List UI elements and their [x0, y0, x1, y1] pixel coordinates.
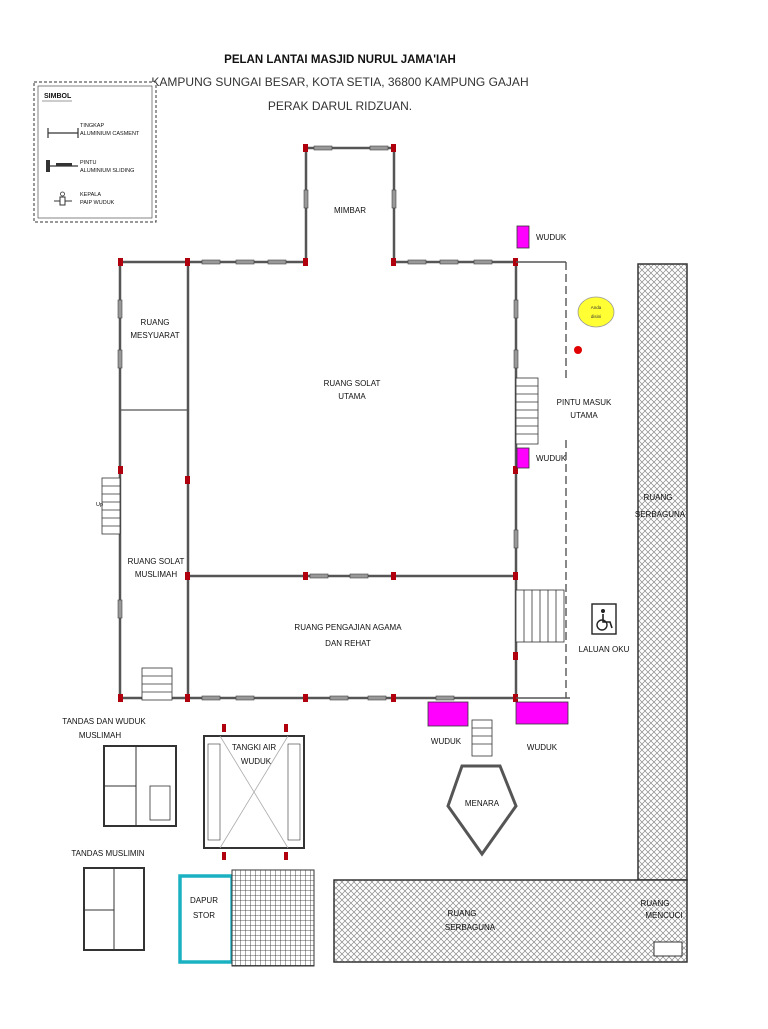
legend-item-2-line2: ALUMINIUM SLIDING	[80, 168, 134, 174]
label-dapur-2: STOR	[193, 911, 215, 920]
legend-item-3-line2: PAIP WUDUK	[80, 200, 115, 206]
window-bars	[117, 145, 519, 701]
title-line-3: PERAK DARUL RIDZUAN.	[268, 99, 412, 113]
label-solat-utama-1: RUANG SOLAT	[324, 379, 381, 388]
stair-east-bottom	[515, 589, 565, 643]
label-muslimah-1: RUANG SOLAT	[128, 557, 185, 566]
stair-west-label: Up	[96, 502, 103, 508]
serbaguna-bottom-label-1: RUANG	[448, 909, 477, 918]
tangki-posts	[222, 724, 288, 860]
label-wuduk-bottom-right: WUDUK	[527, 743, 558, 752]
label-pengajian-1: RUANG PENGAJIAN AGAMA	[294, 623, 402, 632]
label-pintu-masuk-1: PINTU MASUK	[557, 398, 612, 407]
main-building-walls	[118, 146, 518, 700]
wheelchair-icon	[591, 603, 617, 635]
mencuci-label-2: MENCUCI	[645, 911, 682, 920]
tangki-air-block	[203, 735, 305, 849]
stair-east-top	[515, 377, 539, 445]
label-dapur-1: DAPUR	[190, 896, 218, 905]
legend-item-3-line1: KEPALA	[80, 192, 101, 198]
serbaguna-bottom-hatch	[333, 879, 688, 963]
serbaguna-bottom-label-2: SERBAGUNA	[445, 923, 496, 932]
serbaguna-right-label-2: SERBAGUNA	[635, 510, 686, 519]
stair-west	[101, 477, 121, 535]
stair-menara	[471, 719, 493, 757]
title-block: PELAN LANTAI MASJID NURUL JAMA'IAH KAMPU…	[151, 54, 528, 113]
menara-shape	[446, 764, 518, 857]
you-are-here-dot	[574, 346, 582, 354]
label-solat-utama-2: UTAMA	[338, 392, 366, 401]
wuduk-block-bottom-right	[515, 701, 569, 725]
legend-item-1-line1: TINGKAP	[80, 123, 104, 129]
mencuci-label-1: RUANG	[641, 899, 670, 908]
sliding-door-symbol	[46, 160, 78, 172]
label-menara: MENARA	[465, 799, 500, 808]
legend-item-2-line1: PINTU	[80, 160, 97, 166]
wuduk-block-mid	[516, 447, 530, 469]
tandas-muslimin-block	[83, 867, 145, 951]
wuduk-block-top	[516, 225, 530, 249]
dapur-grid-area	[231, 869, 315, 967]
mencuci-fixture	[653, 941, 683, 957]
you-are-here-line2: disini	[591, 314, 601, 319]
label-mesyuarat-2: MESYUARAT	[130, 331, 179, 340]
room-labels: MIMBAR WUDUK RUANG MESYUARAT RUANG SOLAT…	[62, 206, 629, 920]
label-mesyuarat-1: RUANG	[141, 318, 170, 327]
door-posts	[118, 144, 518, 702]
label-tandas-wuduk-1: TANDAS DAN WUDUK	[62, 717, 146, 726]
tandas-muslimah-block	[103, 745, 177, 827]
serbaguna-right-hatch	[637, 263, 688, 881]
colonnade	[516, 261, 570, 699]
label-tangki-1: TANGKI AIR	[232, 743, 277, 752]
legend-item-1-line2: ALUMINIUM CASMENT	[80, 131, 140, 137]
label-pintu-masuk-2: UTAMA	[570, 411, 598, 420]
label-tandas-wuduk-2: MUSLIMAH	[79, 731, 121, 740]
label-pengajian-2: DAN REHAT	[325, 639, 371, 648]
legend-heading: SIMBOL	[44, 93, 72, 100]
label-tandas-muslimin: TANDAS MUSLIMIN	[71, 849, 144, 858]
label-mimbar: MIMBAR	[334, 206, 366, 215]
label-laluan-oku: LALUAN OKU	[579, 645, 630, 654]
label-muslimah-2: MUSLIMAH	[135, 570, 177, 579]
label-tangki-2: WUDUK	[241, 757, 272, 766]
serbaguna-right-label-1: RUANG	[644, 493, 673, 502]
label-wuduk-mid: WUDUK	[536, 454, 567, 463]
you-are-here-line1: Anda	[591, 305, 602, 310]
label-wuduk-top: WUDUK	[536, 233, 567, 242]
title-line-1: PELAN LANTAI MASJID NURUL JAMA'IAH	[224, 54, 456, 66]
wuduk-block-bottom-left	[427, 701, 469, 727]
you-are-here-marker	[577, 296, 615, 328]
label-wuduk-bottom-left: WUDUK	[431, 737, 462, 746]
stair-south	[141, 667, 173, 701]
wuduk-tap-symbol	[54, 191, 72, 206]
casement-window-symbol	[47, 128, 79, 138]
title-line-2: KAMPUNG SUNGAI BESAR, KOTA SETIA, 36800 …	[151, 75, 528, 89]
legend: SIMBOL TINGKAP ALUMINIUM CASMENT PINTU A…	[33, 81, 157, 223]
